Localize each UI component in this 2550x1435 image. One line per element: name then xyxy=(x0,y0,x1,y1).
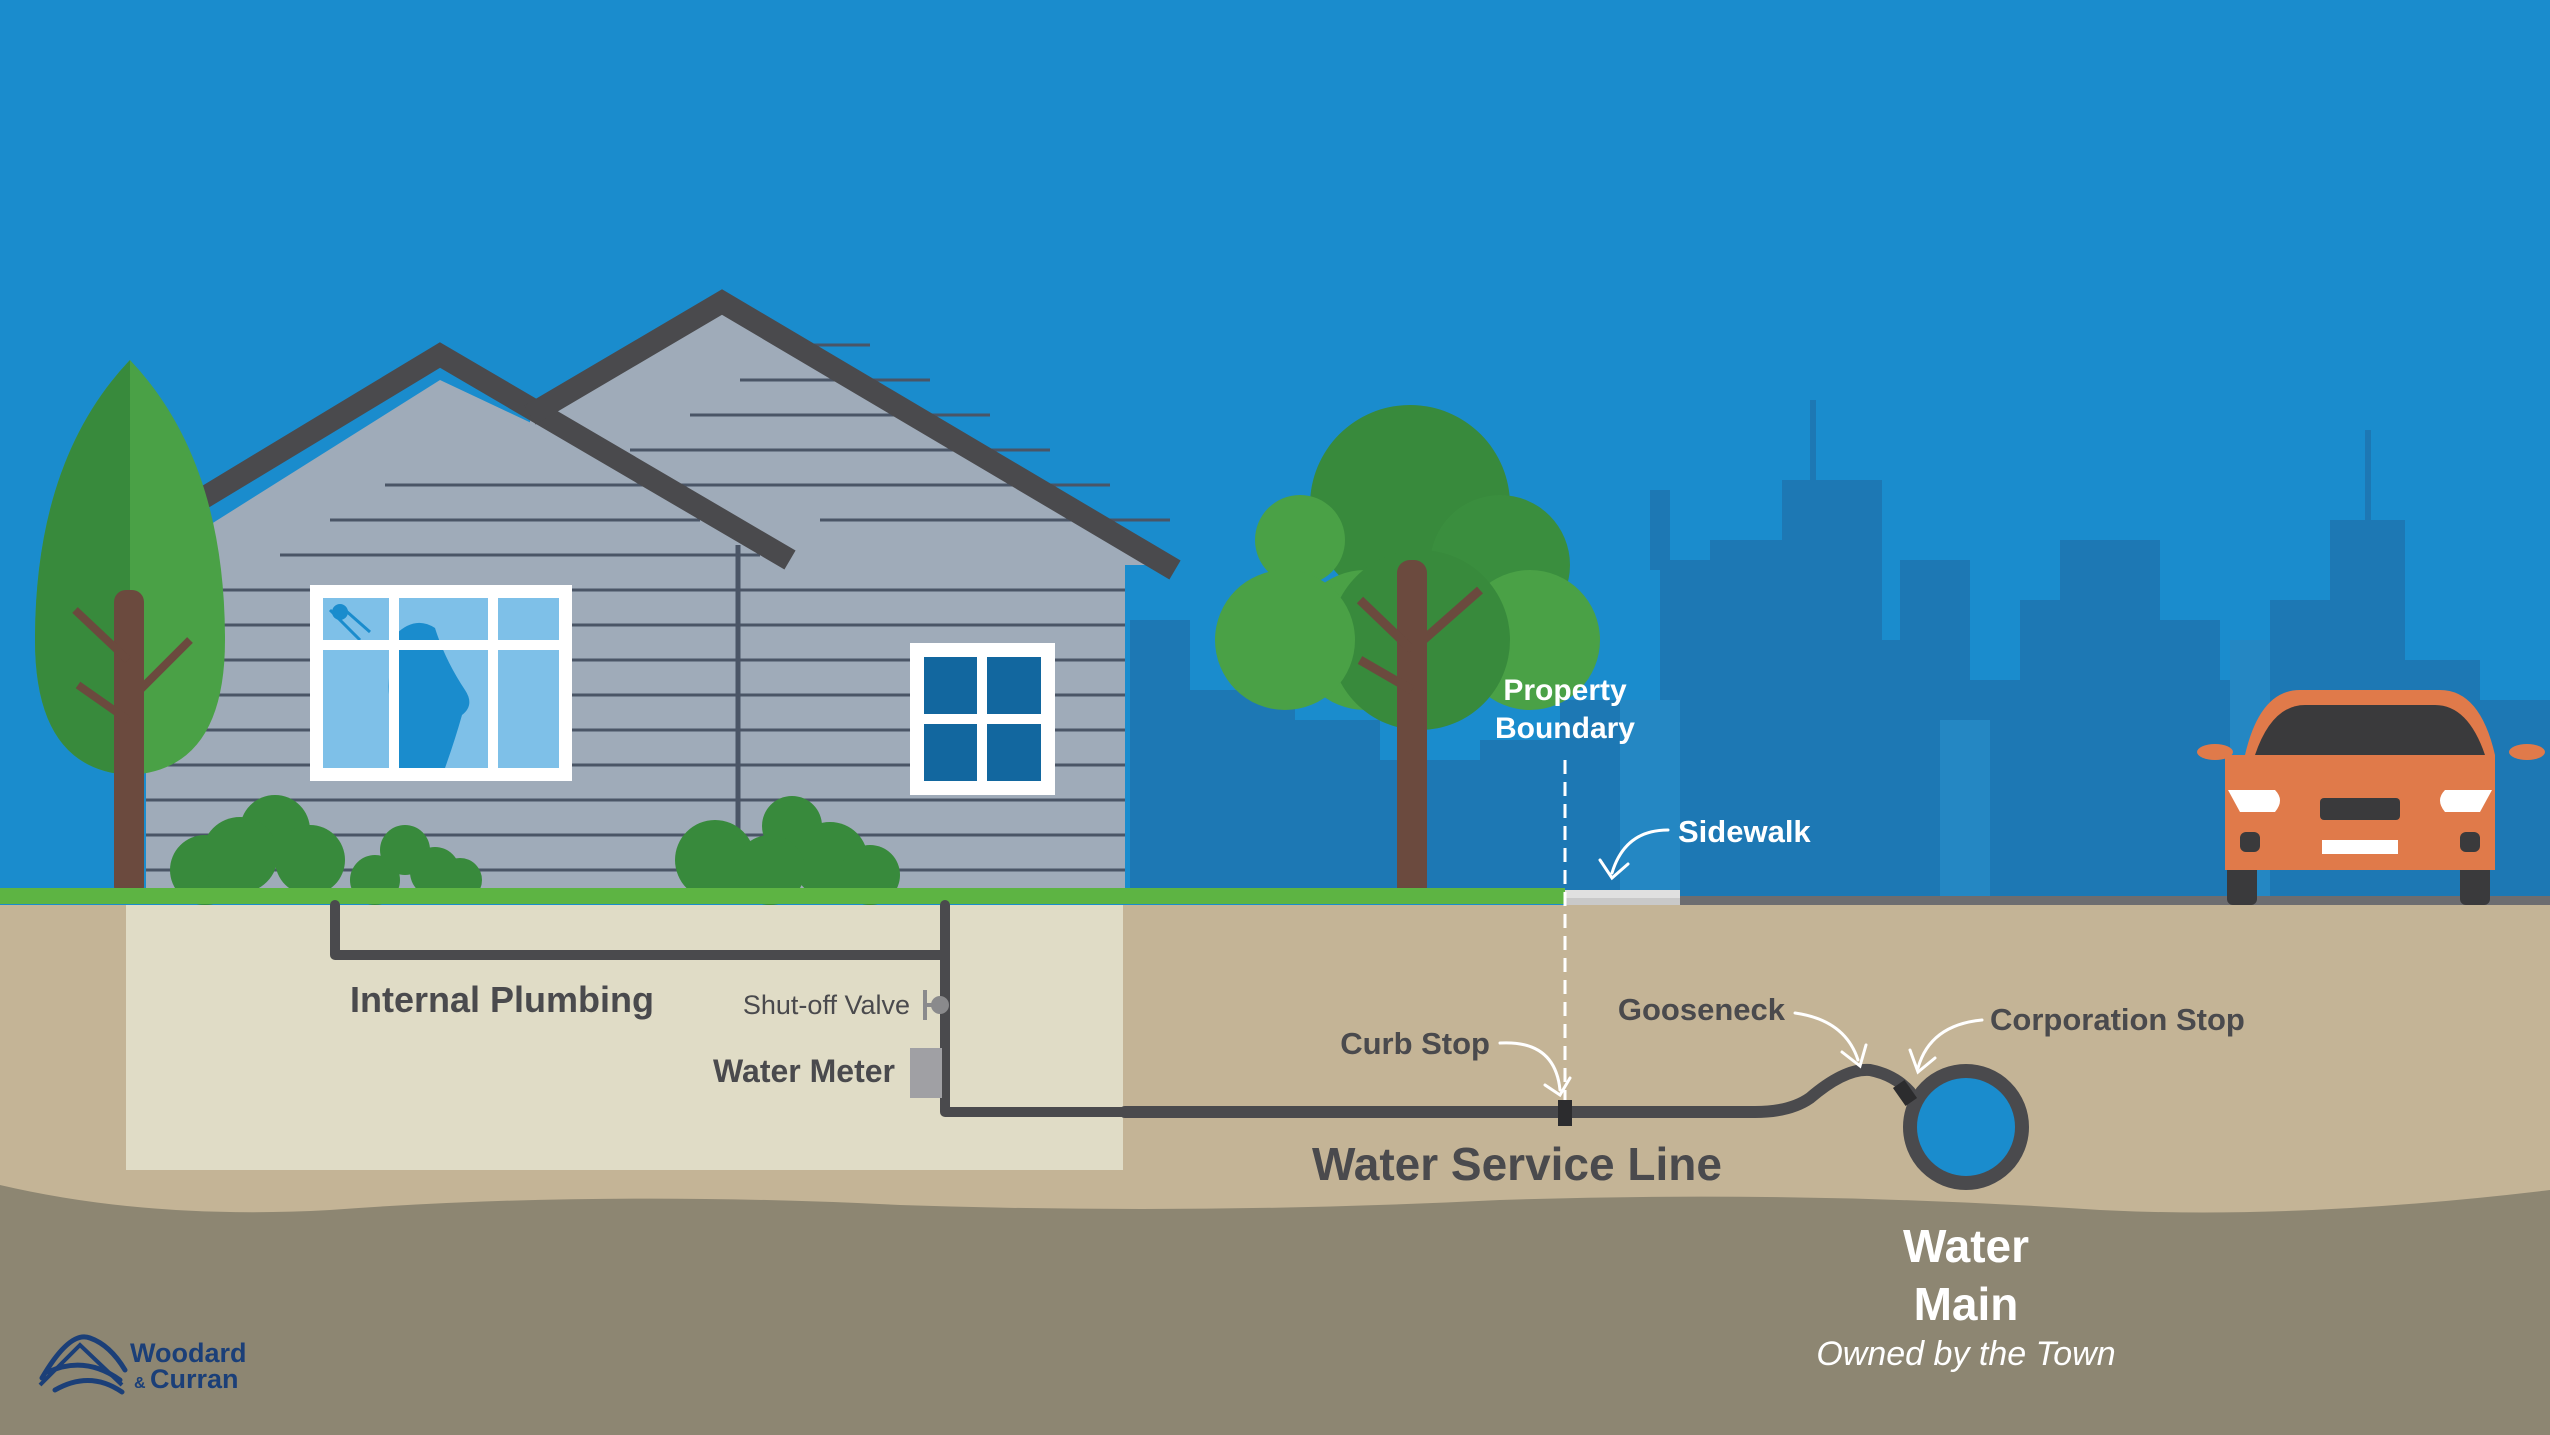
water-meter-icon xyxy=(910,1048,942,1098)
soil-deep xyxy=(0,1185,2550,1435)
internal-plumbing-pipes xyxy=(330,900,1130,1117)
water-meter-label: Water Meter xyxy=(713,1053,895,1089)
logo-line2: Curran xyxy=(150,1364,239,1394)
grass xyxy=(0,888,1565,904)
water-main-label-line1: Water xyxy=(1903,1220,2029,1272)
sidewalk-label: Sidewalk xyxy=(1678,814,1811,849)
window-with-showering-person xyxy=(310,585,572,781)
water-main-label-line2: Main xyxy=(1914,1278,2019,1330)
car xyxy=(2197,690,2545,905)
curb-stop-icon xyxy=(1558,1100,1572,1126)
water-main-icon xyxy=(1892,1064,2029,1190)
label-arrows xyxy=(1498,828,1984,1098)
property-boundary-label-line2: Boundary xyxy=(1495,712,1635,745)
property-boundary-label-line1: Property xyxy=(1503,674,1627,707)
logo-amp: & xyxy=(134,1375,146,1392)
curb-stop-label: Curb Stop xyxy=(1340,1026,1490,1061)
internal-plumbing-label: Internal Plumbing xyxy=(350,979,654,1020)
shutoff-valve-label: Shut-off Valve xyxy=(743,990,910,1020)
basement xyxy=(126,905,1123,1170)
shutoff-valve-icon xyxy=(923,990,949,1020)
woodard-curran-logo: Woodard & Curran xyxy=(38,1334,247,1395)
tall-tree xyxy=(35,360,225,898)
corporation-stop-label: Corporation Stop xyxy=(1990,1002,2245,1037)
water-service-line-label: Water Service Line xyxy=(1312,1138,1722,1190)
water-main-owner-label: Owned by the Town xyxy=(1816,1335,2115,1373)
round-tree xyxy=(1215,405,1600,900)
logo-line1: Woodard xyxy=(130,1338,247,1368)
window xyxy=(910,643,1055,795)
gooseneck-label: Gooseneck xyxy=(1618,992,1786,1027)
water-service-line-pipe xyxy=(1119,1063,1916,1118)
